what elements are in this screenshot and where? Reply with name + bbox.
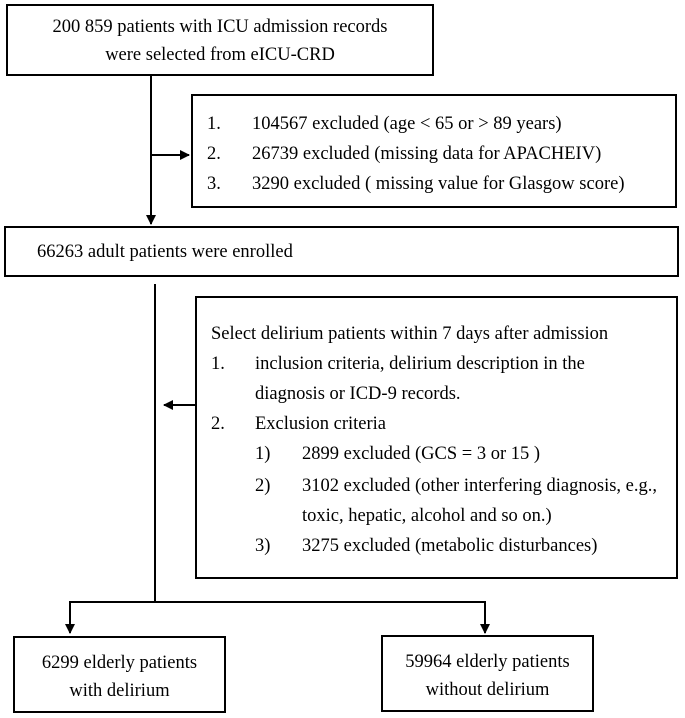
- delirium-selection-box: Select delirium patients within 7 days a…: [195, 296, 678, 579]
- enrolled-box: 66263 adult patients were enrolled: [4, 226, 679, 277]
- source-population-box: 200 859 patients with ICU admission reco…: [6, 4, 434, 76]
- exclusion-criteria-label: Exclusion criteria: [255, 414, 386, 434]
- source-population-line1: 200 859 patients with ICU admission reco…: [52, 17, 388, 37]
- delirium-group-line2: with delirium: [69, 681, 170, 701]
- exclusion-item-2-num: 2.: [207, 144, 221, 164]
- exclusion-item-3-num: 3.: [207, 174, 221, 194]
- non-delirium-group-box: 59964 elderly patients without delirium: [381, 635, 594, 712]
- inclusion-line1: inclusion criteria, delirium description…: [255, 354, 585, 374]
- inclusion-line2: diagnosis or ICD-9 records.: [255, 384, 461, 404]
- exclusion-item-3-text: 3290 excluded ( missing value for Glasgo…: [252, 174, 625, 194]
- sub-criterion-3-num: 3): [255, 536, 271, 556]
- inclusion-num: 1.: [211, 354, 225, 374]
- exclusion-box: 1. 104567 excluded (age < 65 or > 89 yea…: [191, 94, 677, 208]
- sub-criterion-2-line2: toxic, hepatic, alcohol and so on.): [302, 506, 552, 526]
- exclusion-item-1-text: 104567 excluded (age < 65 or > 89 years): [252, 114, 562, 134]
- sub-criterion-2-num: 2): [255, 476, 271, 496]
- sub-criterion-3-text: 3275 excluded (metabolic disturbances): [302, 536, 598, 556]
- sub-criterion-2-line1: 3102 excluded (other interfering diagnos…: [302, 476, 657, 496]
- delirium-group-line1: 6299 elderly patients: [41, 653, 198, 673]
- exclusion-item-2-text: 26739 excluded (missing data for APACHEI…: [252, 144, 602, 164]
- exclusion-criteria-num: 2.: [211, 414, 225, 434]
- exclusion-item-1-num: 1.: [207, 114, 221, 134]
- source-population-line2: were selected from eICU-CRD: [105, 45, 335, 65]
- sub-criterion-1-text: 2899 excluded (GCS = 3 or 15 ): [302, 444, 541, 464]
- non-delirium-group-line2: without delirium: [425, 680, 550, 700]
- sub-criterion-1-num: 1): [255, 444, 271, 464]
- selection-heading: Select delirium patients within 7 days a…: [211, 324, 609, 344]
- enrolled-text: 66263 adult patients were enrolled: [37, 242, 293, 262]
- non-delirium-group-line1: 59964 elderly patients: [405, 652, 570, 672]
- delirium-group-box: 6299 elderly patients with delirium: [13, 636, 226, 713]
